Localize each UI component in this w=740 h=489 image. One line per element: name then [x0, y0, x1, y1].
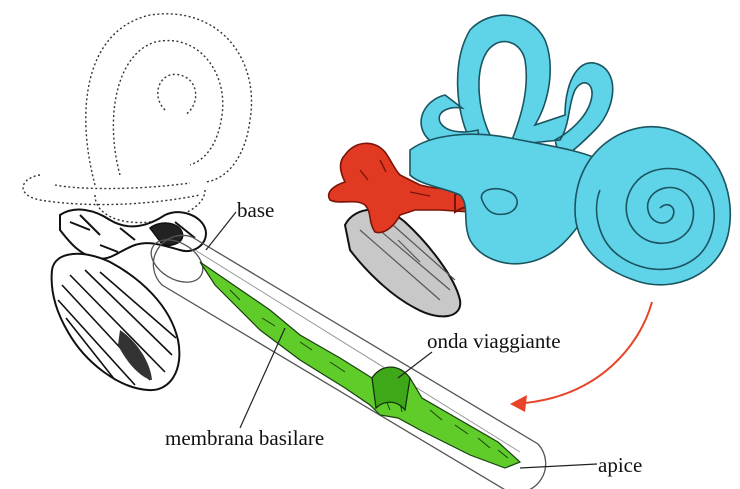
- dotted-canal-posterior-inner: [55, 183, 190, 189]
- right-eardrum: [345, 210, 460, 317]
- dotted-canal-posterior: [23, 175, 200, 205]
- dotted-canal-superior-inner: [113, 41, 222, 175]
- curved-arrow: [510, 302, 652, 412]
- left-ossicles: [52, 210, 206, 391]
- leader-membrana: [240, 328, 285, 428]
- arrow-head: [510, 395, 527, 412]
- inner-ear-cyan: [410, 15, 730, 285]
- leader-apice: [520, 464, 597, 468]
- label-membrana-basilare: membrana basilare: [165, 426, 324, 450]
- dotted-inner-ear-outline: [23, 14, 251, 223]
- dotted-curl: [158, 74, 196, 115]
- label-apice: apice: [598, 453, 642, 477]
- leader-base: [206, 212, 236, 250]
- cochlea-spiral-body: [575, 127, 730, 285]
- leader-onda: [398, 352, 432, 378]
- label-base: base: [237, 198, 274, 222]
- eardrum-gray: [345, 210, 460, 317]
- label-onda-viaggiante: onda viaggiante: [427, 329, 561, 353]
- dotted-canal-superior: [86, 14, 252, 185]
